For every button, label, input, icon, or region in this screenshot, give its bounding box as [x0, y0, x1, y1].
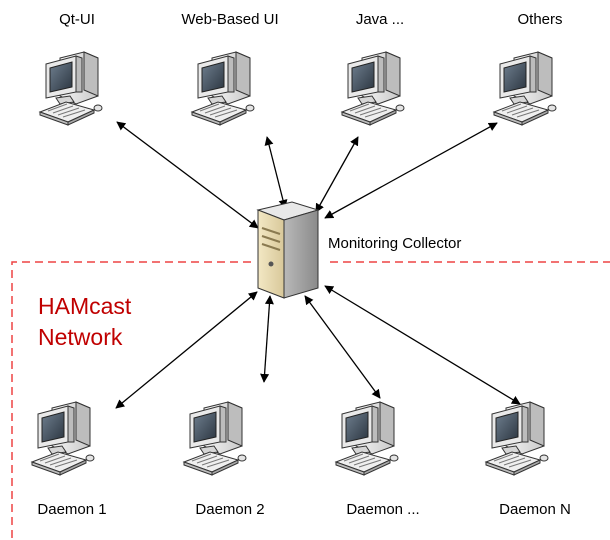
- server-label: Monitoring Collector: [328, 235, 462, 252]
- computer-icon-daemon-1: [31, 401, 95, 476]
- network-title: HAMcast Network: [38, 291, 131, 353]
- client-label-java: Java ...: [355, 11, 405, 28]
- link-others: [324, 122, 498, 219]
- server-icon: [257, 201, 319, 299]
- computer-icon-qt-ui: [39, 51, 103, 126]
- link-daemon-3: [304, 295, 381, 399]
- daemon-label-2: Daemon 2: [195, 501, 265, 518]
- link-daemon-2: [260, 295, 274, 383]
- computer-icon-daemon-2: [183, 401, 247, 476]
- daemon-label-n: Daemon N: [499, 501, 571, 518]
- link-java: [315, 136, 359, 213]
- computer-icon-daemon-3: [335, 401, 399, 476]
- connections: [115, 121, 521, 409]
- daemon-label-3: Daemon ...: [346, 501, 420, 518]
- computer-icon-daemon-n: [485, 401, 549, 476]
- network-boundary: [11, 261, 610, 538]
- client-label-qt-ui: Qt-UI: [59, 11, 95, 28]
- client-label-others: Others: [517, 11, 563, 28]
- computer-icon-others: [493, 51, 557, 126]
- network-title-line-1: HAMcast: [38, 293, 132, 319]
- computer-icon-web-ui: [191, 51, 255, 126]
- computer-icon-java: [341, 51, 405, 126]
- network-title-line-2: Network: [38, 324, 123, 350]
- link-daemon-1: [115, 291, 258, 409]
- daemon-label-1: Daemon 1: [37, 501, 107, 518]
- link-web-ui: [264, 136, 288, 209]
- link-daemon-n: [324, 285, 521, 405]
- link-qt-ui: [116, 121, 259, 229]
- client-label-web-ui: Web-Based UI: [181, 11, 279, 28]
